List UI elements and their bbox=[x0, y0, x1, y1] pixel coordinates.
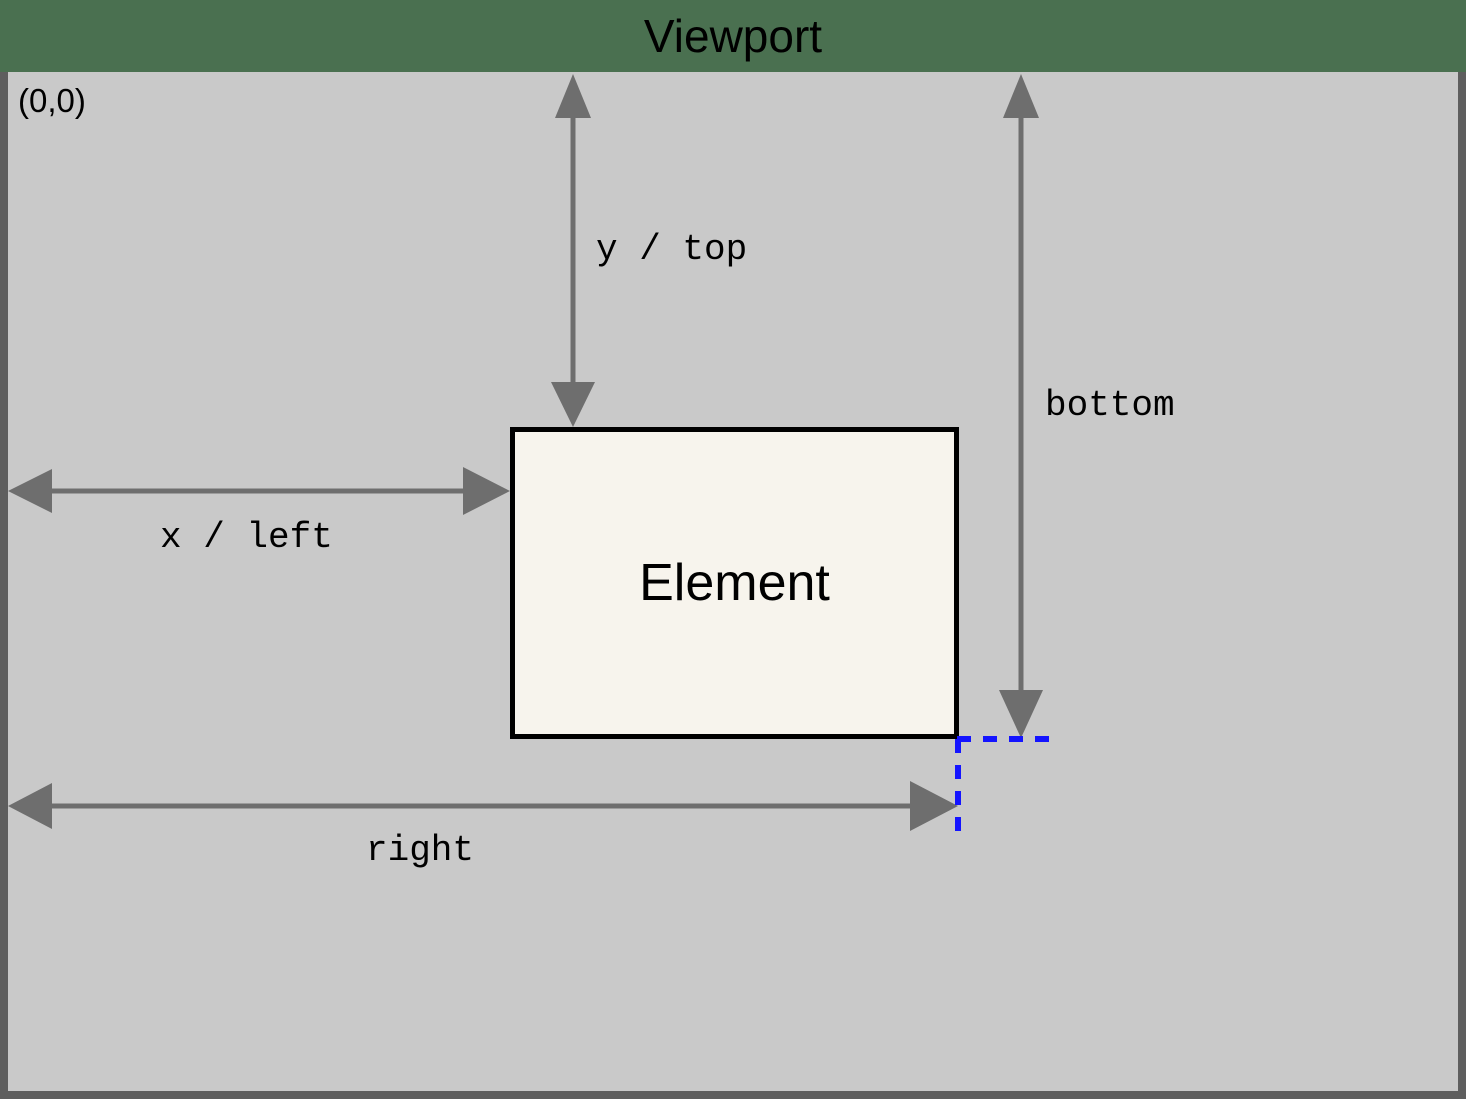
viewport-title: Viewport bbox=[643, 10, 823, 62]
dimension-label-y-top: y / top bbox=[596, 229, 748, 270]
viewport-header: Viewport bbox=[0, 0, 1466, 72]
dimension-label-x-left: x / left bbox=[160, 517, 333, 558]
element-box[interactable]: Element bbox=[510, 427, 959, 739]
origin-coordinate-label: (0,0) bbox=[18, 82, 86, 119]
element-label: Element bbox=[639, 554, 830, 612]
dimension-label-right: right bbox=[366, 830, 475, 871]
dimension-label-bottom: bottom bbox=[1045, 385, 1175, 426]
